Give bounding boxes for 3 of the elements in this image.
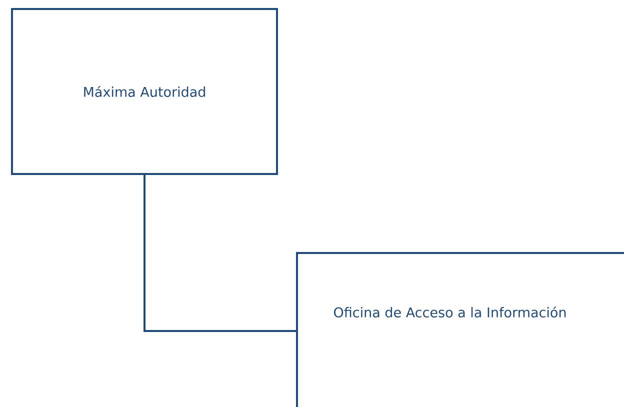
org-box: Oficina de Acceso a la Información	[296, 252, 624, 407]
org-box: Máxima Autoridad	[11, 8, 278, 175]
connector-line	[144, 174, 297, 332]
